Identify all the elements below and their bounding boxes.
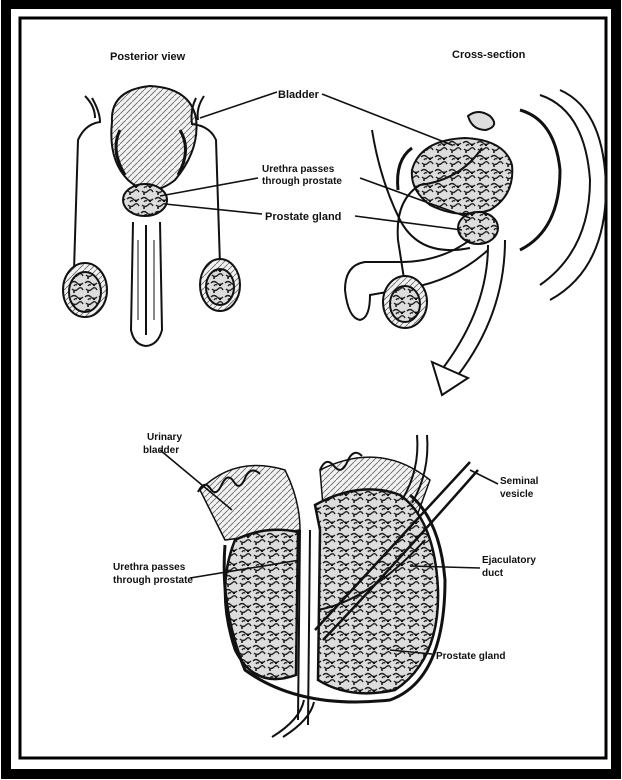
prostate-top-label: Prostate gland xyxy=(265,211,341,223)
cross-section-drawing xyxy=(345,90,606,395)
page-frame xyxy=(6,4,616,774)
ejaculatory-duct-label: Ejaculatory duct xyxy=(482,555,539,579)
posterior-view-drawing xyxy=(63,86,240,346)
prostate-detail-drawing xyxy=(198,435,478,737)
seminal-vesicle-label: Seminal vesicle xyxy=(500,476,541,500)
urinary-bladder-label: Urinary bladder xyxy=(143,432,185,456)
bladder-label: Bladder xyxy=(278,89,320,101)
cross-section-title: Cross-section xyxy=(452,49,526,61)
urethra-top-label: Urethra passes through prostate xyxy=(262,164,342,187)
posterior-view-title: Posterior view xyxy=(110,51,186,63)
prostate-bottom-label: Prostate gland xyxy=(436,651,505,662)
urethra-bottom-label: Urethra passes through prostate xyxy=(113,562,193,586)
